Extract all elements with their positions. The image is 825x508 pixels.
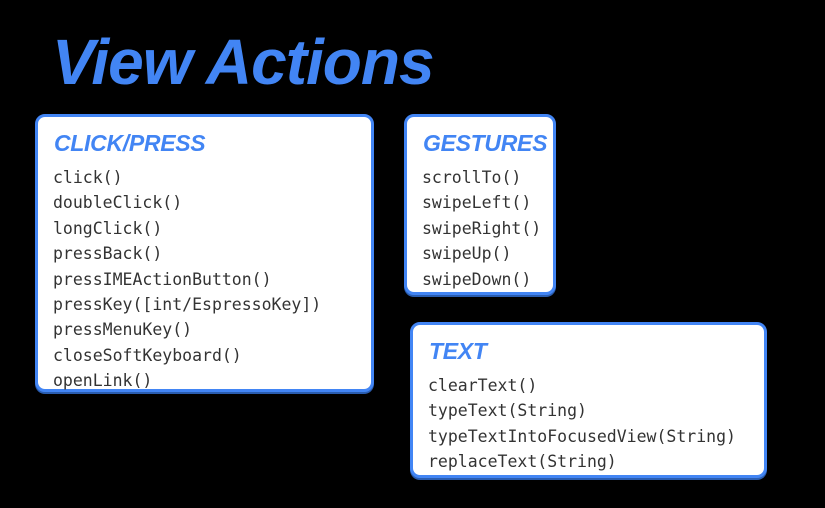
method-item: swipeRight() xyxy=(422,218,542,238)
gestures-method-list: scrollTo() swipeLeft() swipeRight() swipeUp… xyxy=(422,165,542,292)
text-card: TEXT clearText() typeText(String) typeText… xyxy=(410,322,767,478)
text-method-list: clearText() typeText(String) typeTextIntoF… xyxy=(428,373,749,475)
method-item: pressMenuKey() xyxy=(53,320,193,340)
gestures-heading: GESTURES xyxy=(423,130,548,156)
page-title: View Actions xyxy=(52,26,435,98)
method-item: pressKey([int/EspressoKey]) xyxy=(53,295,322,315)
method-item: swipeLeft() xyxy=(422,193,532,213)
method-item: scrollTo() xyxy=(422,168,522,187)
method-item: longClick() xyxy=(53,218,163,238)
method-item: pressIMEActionButton() xyxy=(53,269,272,289)
gestures-card: GESTURES scrollTo() swipeLeft() swipeRight… xyxy=(404,114,556,295)
method-item: swipeDown() xyxy=(422,269,532,289)
method-item: openLink() xyxy=(53,371,153,391)
method-item: swipeUp() xyxy=(422,244,512,264)
method-item: replaceText(String) xyxy=(428,452,617,472)
method-item: doubleClick() xyxy=(53,193,183,213)
method-item: pressBack() xyxy=(53,244,163,264)
method-item: closeSoftKeyboard() xyxy=(53,345,242,365)
method-item: typeTextIntoFocusedView(String) xyxy=(428,426,736,446)
click-press-heading: CLICK/PRESS xyxy=(54,130,206,156)
method-item: click() xyxy=(53,168,123,187)
click-press-card: CLICK/PRESS click() doubleClick() longClic… xyxy=(35,114,374,392)
method-item: typeText(String) xyxy=(428,401,587,421)
text-heading: TEXT xyxy=(429,338,487,364)
click-press-method-list: click() doubleClick() longClick() pressBack… xyxy=(53,165,356,394)
method-item: clearText() xyxy=(428,376,538,395)
